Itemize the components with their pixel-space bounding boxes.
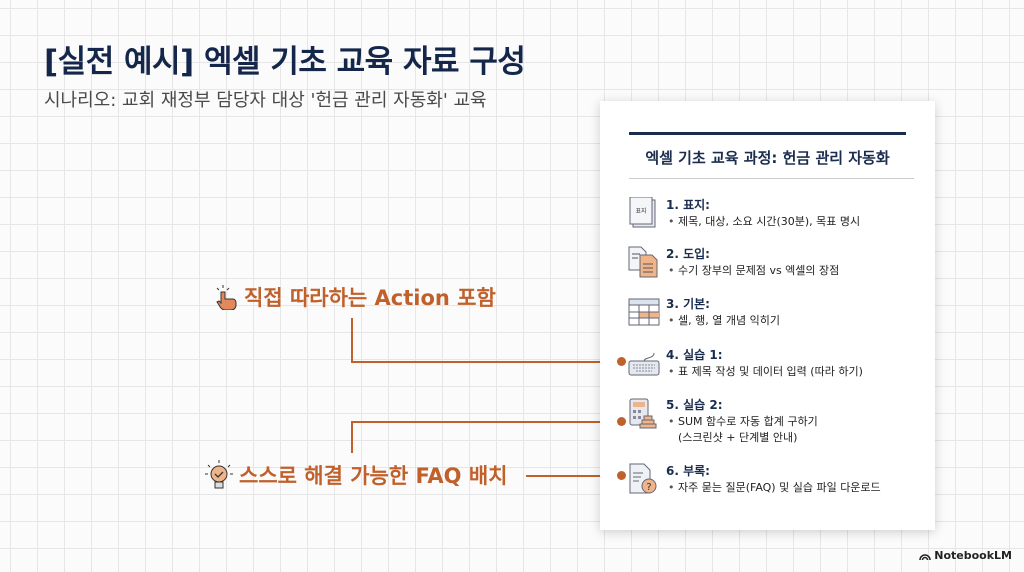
keyboard-icon [628, 352, 660, 376]
item-heading: 1. 표지: [666, 198, 710, 212]
documents-compare-icon [628, 246, 658, 278]
connector-dot [617, 417, 626, 426]
svg-text:표지: 표지 [635, 207, 646, 215]
callout-faq-label: 스스로 해결 가능한 FAQ 배치 [239, 464, 508, 488]
outline-item: 2. 도입: 수기 장부의 문제점 vs 엑셀의 장점 [628, 246, 928, 306]
outline-item: 3. 기본: 셀, 행, 열 개념 익히기 [628, 296, 928, 356]
outline-item: ? 6. 부록: 자주 묻는 질문(FAQ) 및 실습 파일 다운로드 [628, 463, 928, 523]
page-title: [실전 예시] 엑셀 기초 교육 자료 구성 [44, 44, 526, 80]
item-bullet: 표 제목 작성 및 데이터 입력 (따라 하기) [668, 364, 863, 380]
lightbulb-icon [205, 460, 233, 489]
item-heading: 3. 기본: [666, 297, 710, 311]
outline-item: 표지 1. 표지: 제목, 대상, 소요 시간(30분), 목표 명시 [628, 197, 928, 257]
connector-line [351, 421, 622, 423]
connector-line [351, 361, 622, 363]
connector-line [351, 421, 353, 453]
item-heading: 6. 부록: [666, 464, 710, 478]
item-heading: 4. 실습 1: [666, 348, 723, 362]
callout-action-label: 직접 따라하는 Action 포함 [244, 286, 496, 310]
card-title: 엑셀 기초 교육 과정: 헌금 관리 자동화 [645, 149, 890, 167]
card-divider [629, 178, 914, 179]
connector-line [351, 318, 353, 363]
callout-action: 직접 따라하는 Action 포함 [214, 282, 496, 312]
callout-faq: 스스로 해결 가능한 FAQ 배치 [205, 460, 507, 490]
item-bullet: 자주 묻는 질문(FAQ) 및 실습 파일 다운로드 [668, 480, 881, 496]
outline-item: 5. 실습 2: SUM 함수로 자동 합계 구하기(스크린샷 + 단계별 안내… [628, 397, 928, 457]
spreadsheet-grid-icon [628, 298, 660, 326]
connector-dot [617, 357, 626, 366]
connector-line [526, 475, 622, 477]
item-bullet: 수기 장부의 문제점 vs 엑셀의 장점 [668, 263, 839, 279]
course-outline-card: 엑셀 기초 교육 과정: 헌금 관리 자동화 표지 1. 표지: 제목, 대상,… [600, 101, 935, 530]
cover-document-icon: 표지 [629, 197, 656, 228]
card-top-rule [629, 132, 906, 135]
svg-text:?: ? [646, 482, 651, 493]
notebooklm-icon [919, 553, 931, 560]
item-bullet: 셀, 행, 열 개념 익히기 [668, 313, 780, 329]
page-subtitle: 시나리오: 교회 재정부 담당자 대상 '헌금 관리 자동화' 교육 [44, 90, 487, 111]
pointing-hand-icon [216, 285, 237, 310]
faq-document-icon: ? [629, 463, 657, 494]
item-bullet: SUM 함수로 자동 합계 구하기(스크린샷 + 단계별 안내) [668, 414, 818, 446]
outline-item: 4. 실습 1: 표 제목 작성 및 데이터 입력 (따라 하기) [628, 347, 928, 407]
item-bullet: 제목, 대상, 소요 시간(30분), 목표 명시 [668, 214, 860, 230]
connector-dot [617, 471, 626, 480]
item-heading: 5. 실습 2: [666, 398, 723, 412]
notebooklm-logo: NotebookLM [919, 549, 1012, 562]
item-heading: 2. 도입: [666, 247, 710, 261]
calculator-stack-icon [629, 398, 657, 429]
